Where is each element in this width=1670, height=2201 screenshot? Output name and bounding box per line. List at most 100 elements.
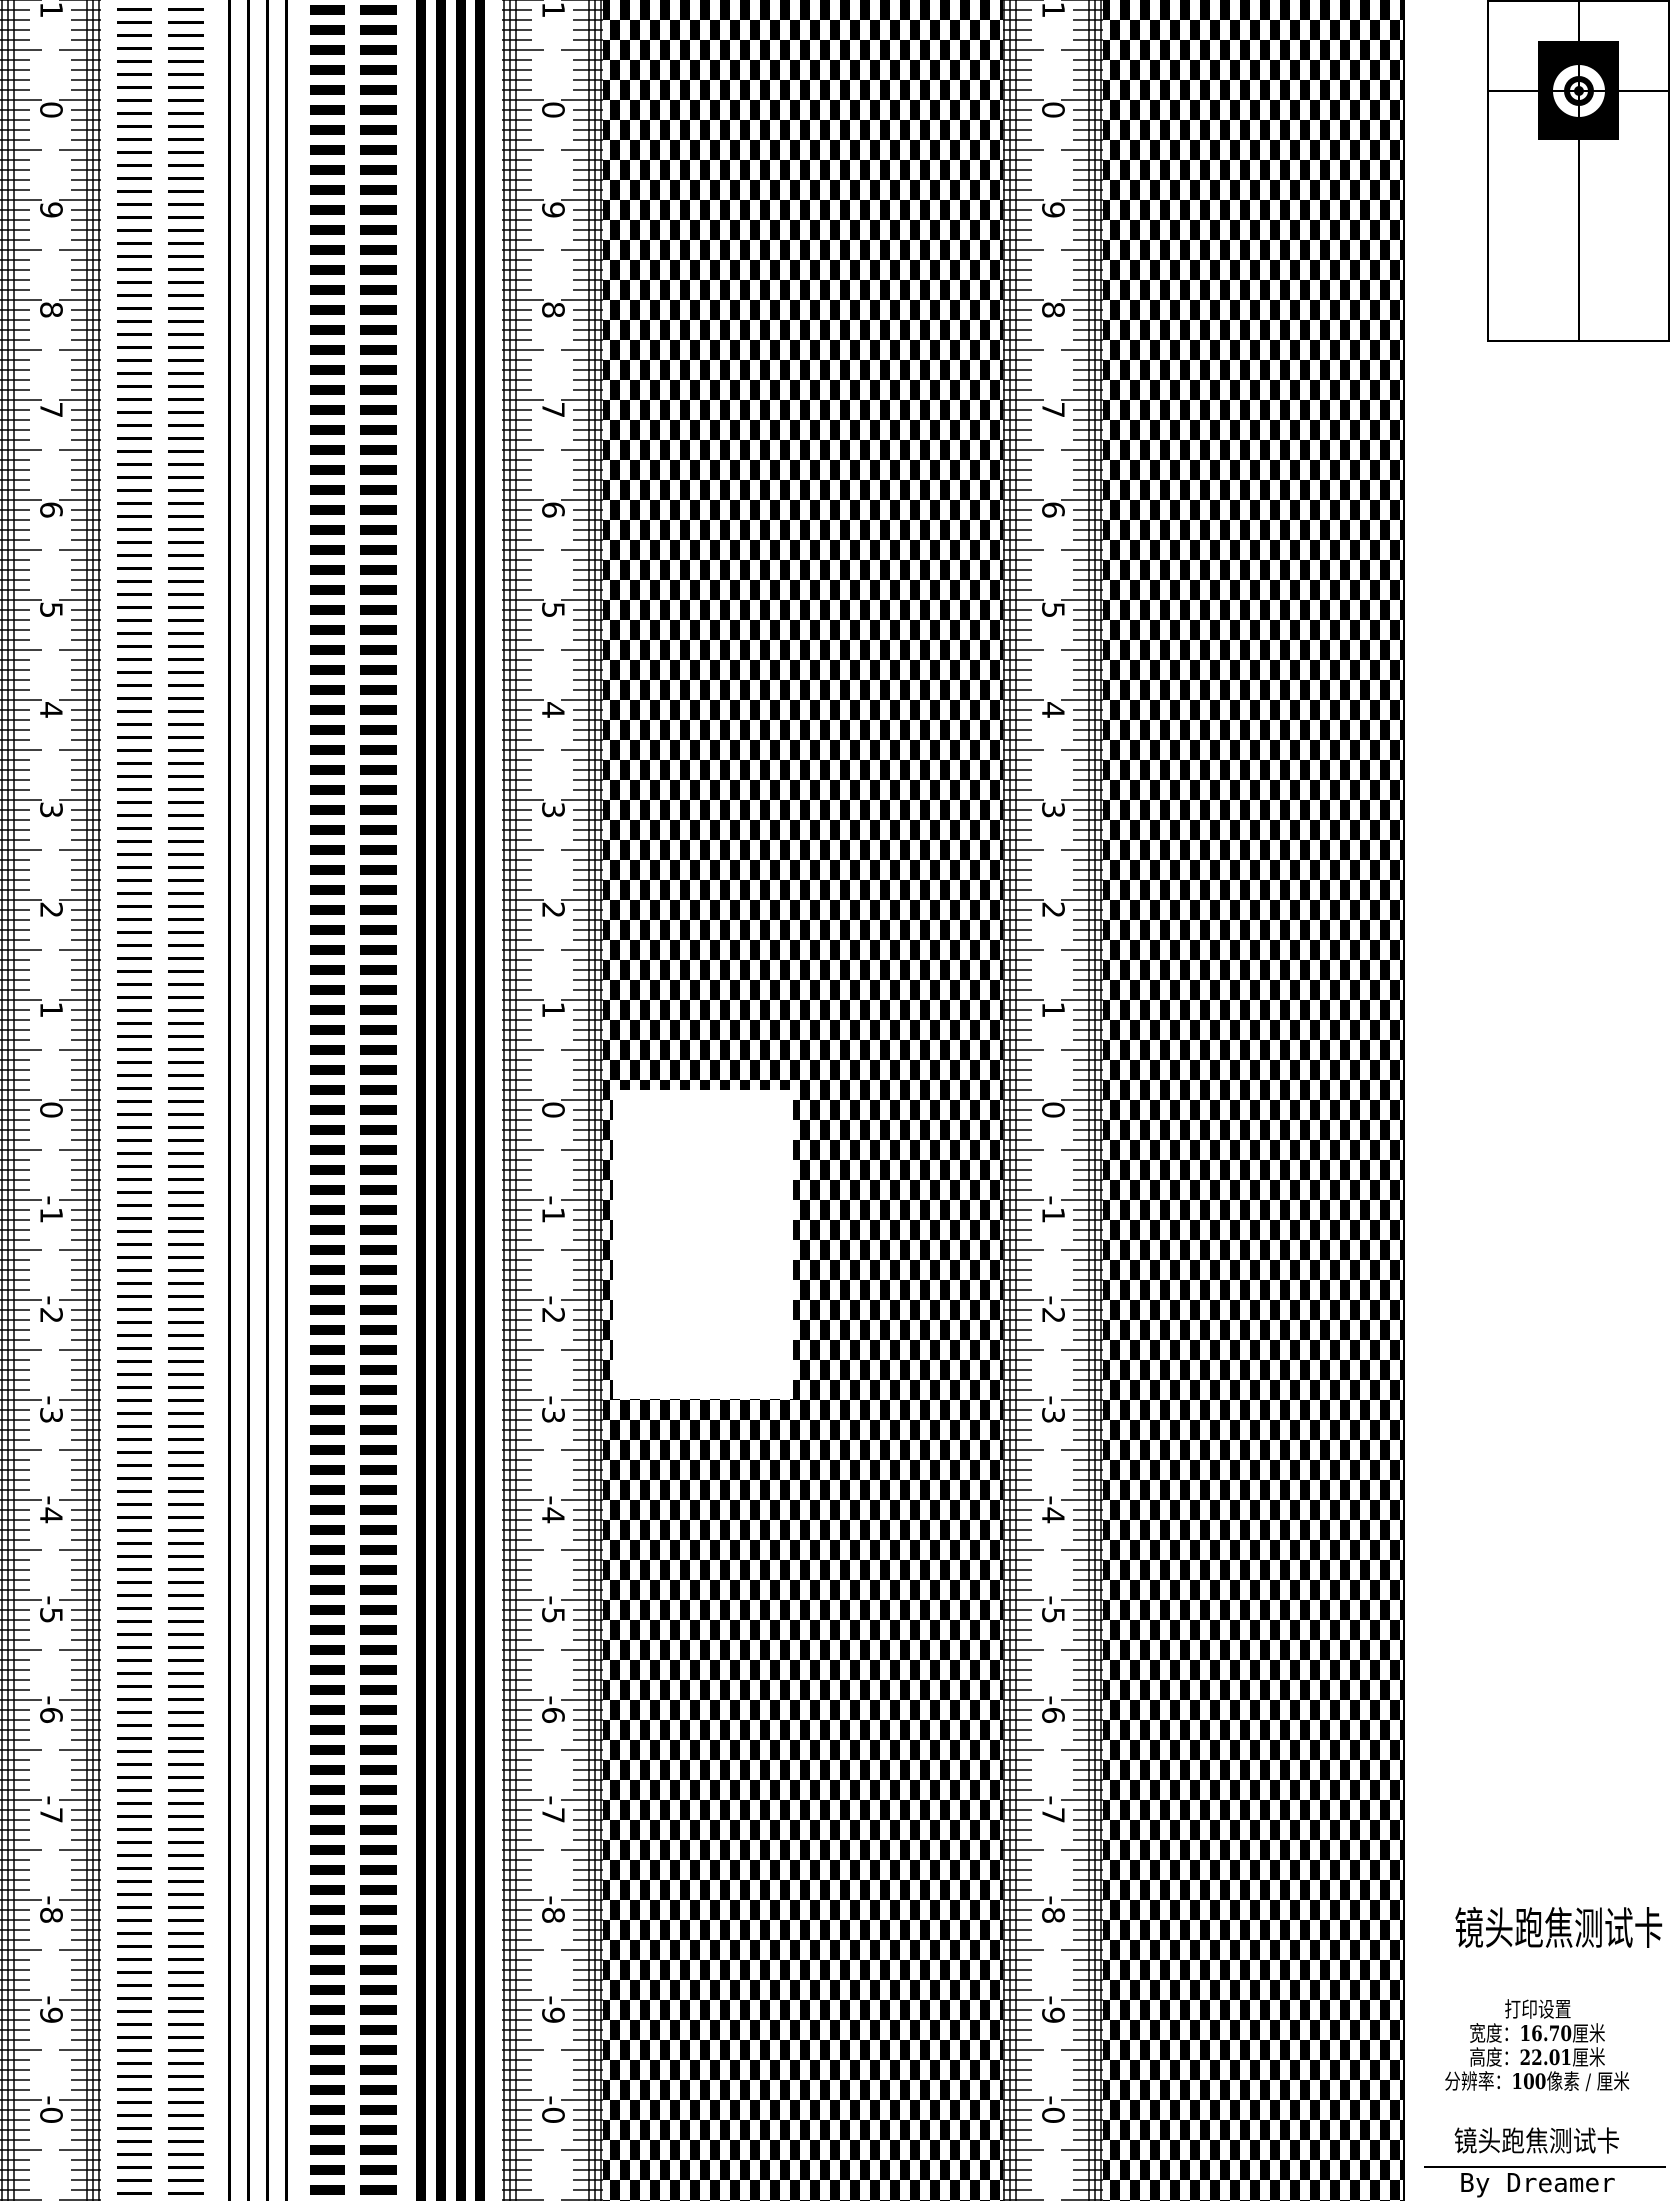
thin-dash xyxy=(117,1087,152,1090)
thick-dash xyxy=(360,225,397,235)
thick-dash xyxy=(310,565,345,575)
thin-dash xyxy=(168,606,204,609)
thin-dash xyxy=(168,1789,204,1792)
thick-dash xyxy=(360,625,397,635)
thin-dash xyxy=(168,320,204,323)
thin-dash xyxy=(168,632,204,635)
ruler-label: -0 xyxy=(33,2095,68,2125)
thick-dash xyxy=(310,1305,345,1315)
thick-dash xyxy=(360,2125,397,2135)
thick-dash xyxy=(310,1865,345,1875)
thick-dash xyxy=(310,885,345,895)
thin-dash xyxy=(117,970,152,973)
thick-dash xyxy=(360,1185,397,1195)
ruler-label: -9 xyxy=(33,1995,68,2025)
thin-dash xyxy=(117,424,152,427)
thick-dash xyxy=(310,1145,345,1155)
thin-dash xyxy=(117,892,152,895)
thick-dash xyxy=(310,1465,345,1475)
thick-dash xyxy=(360,2145,397,2155)
thin-dash xyxy=(117,1165,152,1168)
thick-dash xyxy=(310,2025,345,2035)
thin-dash xyxy=(117,1776,152,1779)
thin-dash xyxy=(117,281,152,284)
thin-dash xyxy=(168,1763,204,1766)
thick-dash xyxy=(310,685,345,695)
thick-dash xyxy=(310,1045,345,1055)
thin-dash xyxy=(117,1646,152,1649)
thin-dash xyxy=(117,1035,152,1038)
thick-dash xyxy=(310,105,345,115)
footer-title-block: 镜头跑焦测试卡 xyxy=(1405,2124,1670,2160)
ruler-label: 0 xyxy=(33,1100,68,1119)
thin-dash xyxy=(117,1789,152,1792)
thick-dash xyxy=(360,1345,397,1355)
thin-dash xyxy=(168,1958,204,1961)
thin-dash xyxy=(117,2075,152,2078)
thick-dash xyxy=(360,1945,397,1955)
thick-dash xyxy=(310,1725,345,1735)
ruler-label: -3 xyxy=(1035,1395,1070,1425)
thick-dash xyxy=(310,5,345,15)
thin-dash xyxy=(168,2049,204,2052)
thick-dash xyxy=(360,1005,397,1015)
height-label: 高度： xyxy=(1469,2046,1520,2070)
ruler-label: 0 xyxy=(1035,1100,1070,1119)
thick-dash xyxy=(360,1825,397,1835)
thick-dash xyxy=(310,1665,345,1675)
thin-dash xyxy=(117,190,152,193)
thick-dash xyxy=(310,1585,345,1595)
thin-dash xyxy=(117,1633,152,1636)
ruler-label: -4 xyxy=(1035,1495,1070,1525)
thin-dash xyxy=(117,60,152,63)
thick-dash xyxy=(310,785,345,795)
thin-dash xyxy=(168,2036,204,2039)
thin-dash xyxy=(168,1334,204,1337)
thin-dash xyxy=(168,1802,204,1805)
thick-dash xyxy=(360,305,397,315)
thin-dash xyxy=(117,554,152,557)
resolution-setting: 分辨率：100像素 / 厘米 xyxy=(1405,2070,1670,2095)
thin-dash xyxy=(168,905,204,908)
thin-dash xyxy=(117,502,152,505)
ruler-label: -3 xyxy=(33,1395,68,1425)
thin-dash xyxy=(168,1321,204,1324)
thick-dash xyxy=(360,1485,397,1495)
thick-dash xyxy=(310,1245,345,1255)
thin-dash xyxy=(168,1724,204,1727)
thin-dash xyxy=(168,112,204,115)
width-setting-text: 宽度：16.70厘米 xyxy=(1469,2022,1606,2047)
thin-dash xyxy=(117,1711,152,1714)
thin-dash xyxy=(168,723,204,726)
thin-dash xyxy=(117,1243,152,1246)
thin-dash xyxy=(117,541,152,544)
thin-dash xyxy=(117,1399,152,1402)
thin-dash xyxy=(117,1373,152,1376)
ruler-label: 0 xyxy=(535,100,570,119)
thin-dash xyxy=(117,1542,152,1545)
ruler-label: 4 xyxy=(535,700,570,719)
thin-vertical-line xyxy=(247,0,250,2201)
thin-dash xyxy=(117,1958,152,1961)
height-setting: 高度：22.01厘米 xyxy=(1405,2046,1670,2071)
ruler-label: 5 xyxy=(1035,600,1070,619)
thick-dash xyxy=(360,1165,397,1175)
ruler-label: -0 xyxy=(535,2095,570,2125)
thick-dash xyxy=(310,1945,345,1955)
thick-dash xyxy=(360,1505,397,1515)
thin-dash xyxy=(117,684,152,687)
thin-dash xyxy=(117,1269,152,1272)
thin-dash xyxy=(117,1724,152,1727)
thin-vertical-line xyxy=(266,0,269,2201)
thick-dash xyxy=(310,1825,345,1835)
thick-dash xyxy=(310,1065,345,1075)
thin-dash xyxy=(168,281,204,284)
thin-dash xyxy=(117,1906,152,1909)
thin-dash xyxy=(117,385,152,388)
thin-dash xyxy=(168,1542,204,1545)
thin-dash xyxy=(168,138,204,141)
thin-dash xyxy=(168,60,204,63)
thin-dash xyxy=(117,1620,152,1623)
thick-dash xyxy=(310,2105,345,2115)
